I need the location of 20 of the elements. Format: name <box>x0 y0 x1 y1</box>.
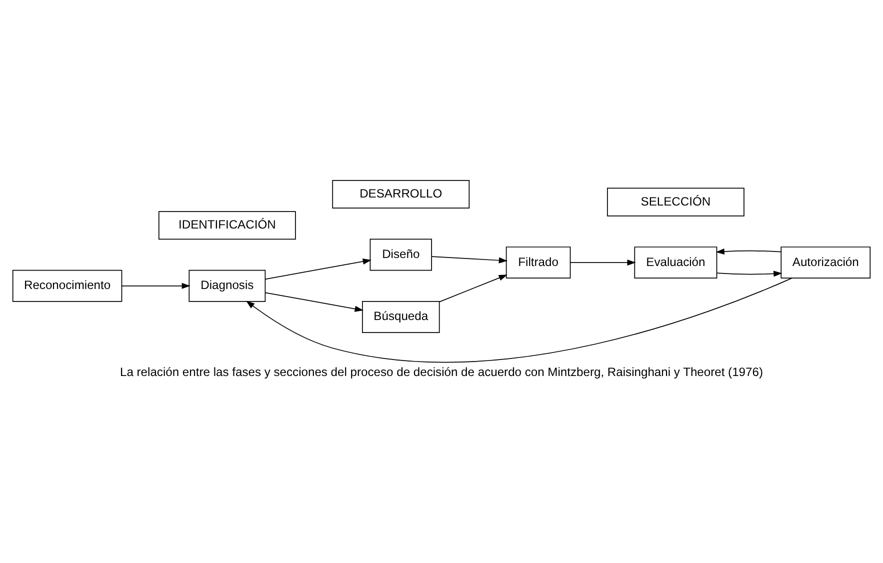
node-box: Reconocimiento <box>12 270 122 302</box>
arrow <box>716 248 782 255</box>
arrow <box>246 278 792 362</box>
arrow <box>439 274 508 302</box>
node-box: DESARROLLO <box>332 180 470 209</box>
arrow <box>264 258 372 280</box>
node-box: Autorización <box>780 246 871 279</box>
arrow <box>122 282 190 289</box>
node-box: SELECCIÓN <box>607 188 744 216</box>
node-box: Diagnosis <box>188 270 266 302</box>
node-box: Filtrado <box>506 246 571 279</box>
arrow <box>716 270 782 277</box>
node-box: Evaluación <box>634 246 718 279</box>
arrow <box>431 256 508 264</box>
arrow <box>570 260 636 266</box>
arrow <box>264 292 364 312</box>
node-box: IDENTIFICACIÓN <box>158 211 296 240</box>
node-box: Búsqueda <box>362 301 440 333</box>
caption: La relación entre las fases y secciones del proceso de decisión de acuerdo con Mintzberg, Raisinghani y Theoret (1976) <box>120 364 763 379</box>
node-box: Diseño <box>370 238 432 271</box>
